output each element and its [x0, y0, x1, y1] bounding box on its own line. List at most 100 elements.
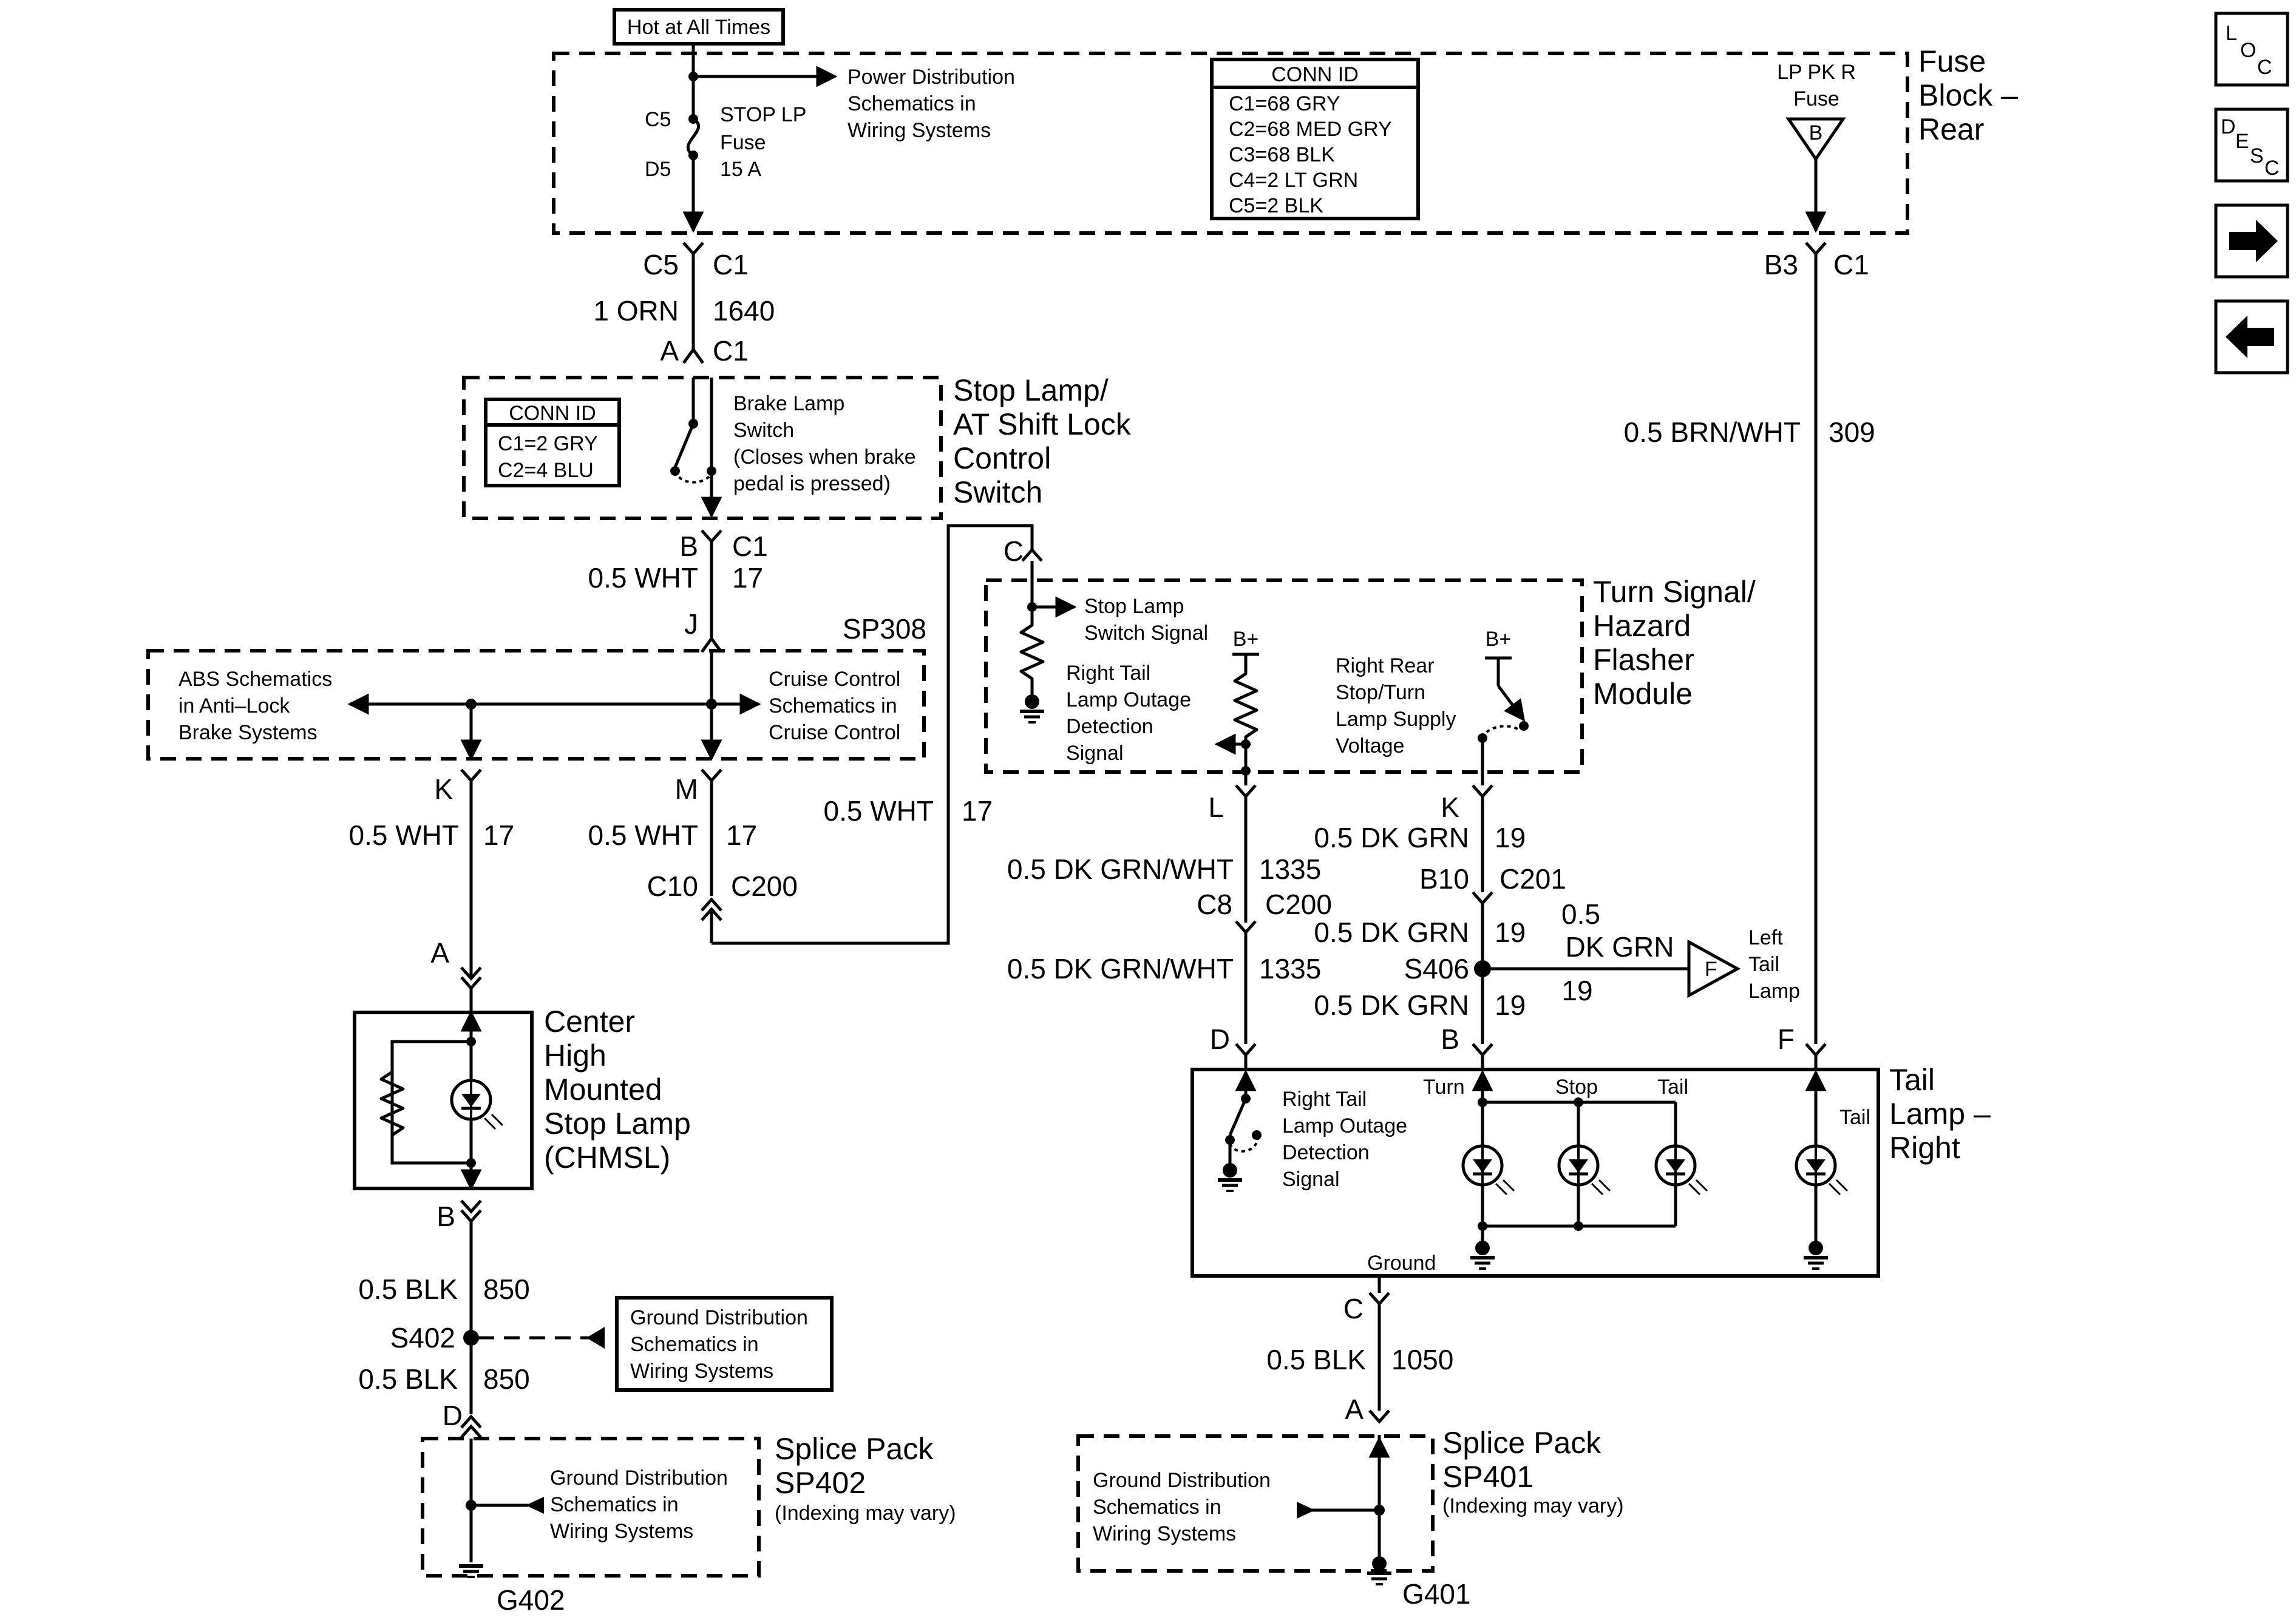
tail-lamp-pin-f: F	[1778, 1023, 1795, 1055]
power-distribution-text-1: Power Distribution	[847, 66, 1015, 89]
wire-1640-pin-c5: C5	[643, 249, 679, 280]
fuse-conn-id-line-1: C1=68 GRY	[1229, 92, 1340, 115]
stop-fuse-pin-c5: C5	[645, 108, 671, 131]
stop-fuse-label-3: 15 A	[720, 158, 761, 181]
wire-1335-gauge-2: 0.5 DK GRN/WHT	[1007, 953, 1234, 985]
sp308-pin-j: J	[684, 608, 698, 640]
chmsl-title-1: Center	[544, 1005, 635, 1039]
tail-lamp-title-3: Right	[1889, 1131, 1960, 1165]
desc-button[interactable]: D E S C	[2214, 107, 2289, 183]
wire-m-circuit: 17	[726, 819, 757, 851]
tail-2-label: Tail	[1839, 1106, 1870, 1129]
pack-left-gd-2: Schematics in	[550, 1493, 679, 1516]
rr-supply-3: Lamp Supply	[1336, 708, 1456, 731]
branch-symbol-f: F	[1705, 958, 1717, 981]
switch-conn-id-line-2: C2=4 BLU	[498, 459, 594, 482]
brake-switch-label-3: (Closes when brake	[733, 446, 915, 469]
pack-sp402-note: (Indexing may vary)	[775, 1502, 956, 1525]
wire-1640-gauge: 1 ORN	[593, 295, 679, 327]
fuse-conn-id-header: CONN ID	[1271, 63, 1359, 86]
desc-e: E	[2235, 130, 2249, 153]
wire-m-gauge: 0.5 WHT	[588, 819, 698, 851]
pack-right-gd-3: Wiring Systems	[1093, 1522, 1236, 1545]
module-outage-2: Lamp Outage	[1066, 688, 1191, 711]
fuse-conn-id-line-4: C4=2 LT GRN	[1229, 169, 1358, 192]
loc-l: L	[2226, 22, 2237, 45]
ground-left-gauge-top: 0.5 BLK	[358, 1273, 458, 1305]
power-distribution-text-2: Schematics in	[847, 92, 976, 115]
fuse-block-title-3: Rear	[1918, 112, 1984, 146]
branch-gauge-1: 0.5	[1561, 898, 1600, 930]
rr-supply-1: Right Rear	[1336, 654, 1435, 677]
right-arrow-icon	[2229, 220, 2278, 262]
splice-pack-pin-a: A	[1345, 1394, 1364, 1425]
pack-left-gd-1: Ground Distribution	[550, 1466, 728, 1490]
wire-19-gauge-2: 0.5 DK GRN	[1314, 917, 1469, 948]
sp308-label: SP308	[843, 613, 926, 645]
brake-switch-label-2: Switch	[733, 419, 794, 442]
abs-text-1: ABS Schematics	[178, 668, 332, 691]
tail-lamp-title-1: Tail	[1889, 1063, 1935, 1097]
loc-button[interactable]: L O C	[2214, 12, 2289, 87]
wire-k-circuit: 17	[483, 819, 514, 851]
forward-button[interactable]	[2214, 203, 2289, 279]
wire-309-pin-b3: B3	[1764, 249, 1798, 280]
wire-309: B3 C1 0.5 BRN/WHT 309 F	[1624, 242, 1875, 1057]
tail-lamp-pin-b: B	[1441, 1023, 1459, 1055]
center-high-mounted-stop-lamp: Center High Mounted Stop Lamp (CHMSL)	[353, 988, 691, 1191]
fuse-conn-id-line-3: C3=68 BLK	[1229, 143, 1335, 166]
ground-right: C 0.5 BLK 1050 A Ground Distribution Sch…	[1076, 1276, 1624, 1610]
wire-309-gauge: 0.5 BRN/WHT	[1624, 416, 1801, 448]
desc-d: D	[2221, 115, 2236, 138]
brake-switch-label-1: Brake Lamp	[733, 392, 844, 415]
left-arrow-icon	[2226, 316, 2274, 358]
module-pin-l: L	[1208, 792, 1224, 823]
module-outage-3: Detection	[1066, 715, 1153, 738]
ground-left: B 0.5 BLK 850 S402 0.5 BLK 850 D Ground …	[358, 1199, 956, 1616]
tail-lamp-pin-d: D	[1210, 1023, 1230, 1055]
pack-sp402-title-2: SP402	[775, 1466, 866, 1500]
wire-309-circuit: 309	[1829, 416, 1875, 448]
chmsl-pin-b: B	[436, 1201, 455, 1232]
module-bplus-1: B+	[1233, 628, 1259, 651]
wire-1335-circuit-2: 1335	[1259, 953, 1321, 985]
lamp-outage-1: Right Tail	[1282, 1088, 1367, 1111]
module-pin-c: C	[1004, 535, 1024, 567]
back-button[interactable]	[2214, 299, 2289, 375]
wire-19-circuit: 19	[1495, 822, 1526, 853]
wire-module-circuit: 17	[962, 795, 993, 827]
stop-label: Stop	[1555, 1076, 1598, 1099]
wire-module-gauge: 0.5 WHT	[824, 795, 934, 827]
lp-fuse-label-2: Fuse	[1793, 87, 1839, 110]
wire-19-gauge: 0.5 DK GRN	[1314, 822, 1469, 853]
wire-1335-gauge: 0.5 DK GRN/WHT	[1007, 853, 1234, 885]
gd-left-text-3: Wiring Systems	[630, 1360, 773, 1383]
brake-switch-label-4: pedal is pressed)	[733, 472, 891, 495]
stop-lamp-signal-1: Stop Lamp	[1084, 595, 1184, 618]
module-outage-4: Signal	[1066, 742, 1124, 765]
ground-g401: G401	[1402, 1578, 1471, 1610]
rr-supply-4: Voltage	[1336, 734, 1404, 758]
splice-s402: S402	[390, 1322, 455, 1354]
stop-lamp-signal-2: Switch Signal	[1084, 622, 1208, 645]
switch-out-pin-b: B	[679, 531, 698, 562]
switch-out-pin-c1: C1	[732, 531, 768, 562]
lp-fuse-label-1: LP PK R	[1777, 61, 1856, 84]
switch-conn-id-line-1: C1=2 GRY	[498, 432, 598, 455]
wire-m-pin-c200: C200	[731, 870, 798, 902]
pack-right-gd-1: Ground Distribution	[1093, 1469, 1271, 1492]
wire-17-k: K 0.5 WHT 17 A	[349, 768, 514, 991]
splice-s406: S406	[1404, 953, 1469, 985]
pack-sp401-title-2: SP401	[1442, 1460, 1533, 1494]
module-pin-k: K	[1441, 792, 1459, 823]
ground-label: Ground	[1367, 1252, 1436, 1275]
wire-19: K 0.5 DK GRN 19 B10 C201 0.5 DK GRN 19 S…	[1314, 771, 1800, 1057]
module-title-1: Turn Signal/	[1593, 575, 1756, 609]
pack-sp402-title-1: Splice Pack	[775, 1432, 934, 1466]
brake-switch-title-2: AT Shift Lock	[953, 407, 1132, 441]
sp308-pin-m: M	[675, 773, 698, 805]
lamp-outage-2: Lamp Outage	[1282, 1114, 1407, 1137]
switch-out-circuit: 17	[732, 562, 763, 594]
pack-sp401-note: (Indexing may vary)	[1442, 1494, 1624, 1517]
